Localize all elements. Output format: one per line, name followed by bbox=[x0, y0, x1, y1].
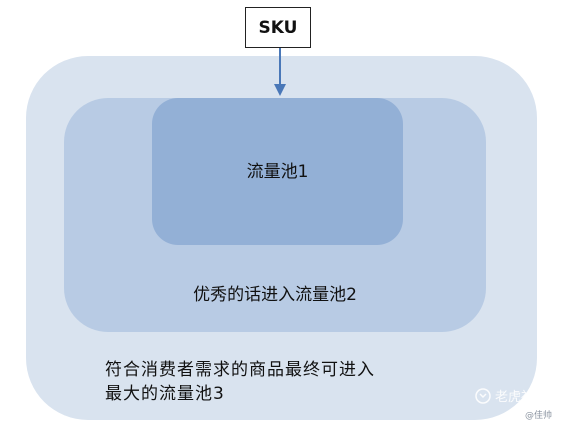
sku-box: SKU bbox=[245, 7, 311, 48]
pool2-label: 优秀的话进入流量池2 bbox=[193, 285, 357, 305]
watermark-author: @佳帅 bbox=[525, 411, 553, 421]
sku-label: SKU bbox=[258, 17, 298, 38]
pool3-label-line1: 符合消费者需求的商品最终可进入 bbox=[105, 360, 375, 380]
pool3-label-line2: 最大的流量池3 bbox=[105, 384, 225, 404]
traffic-pool-1 bbox=[152, 98, 403, 245]
pool3-label: 符合消费者需求的商品最终可进入 最大的流量池3 bbox=[105, 358, 375, 406]
watermark: 老虎社区 bbox=[475, 386, 547, 405]
tiger-logo-icon bbox=[475, 387, 491, 404]
pool1-label: 流量池1 bbox=[246, 162, 309, 182]
arrow-down-icon bbox=[274, 48, 286, 96]
watermark-brand: 老虎社区 bbox=[495, 390, 548, 405]
